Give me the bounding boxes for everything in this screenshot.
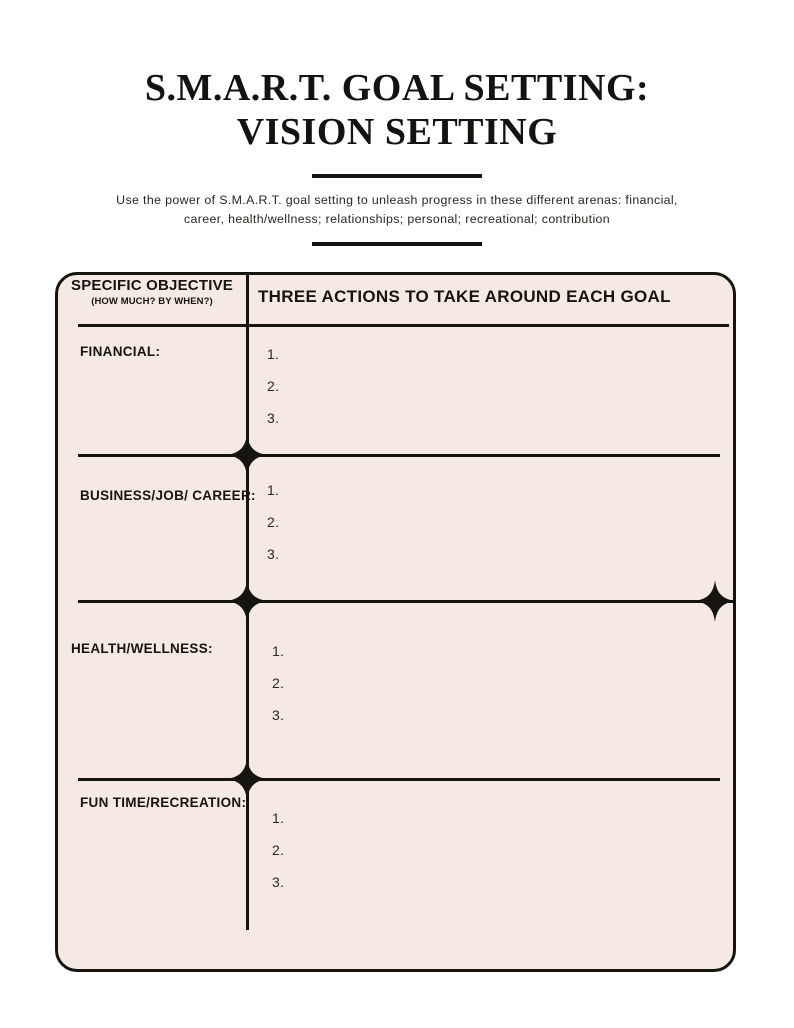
worksheet-card: SPECIFIC OBJECTIVE (HOW MUCH? BY WHEN?) … xyxy=(55,272,736,972)
column-header-sub-label: (HOW MUCH? BY WHEN?) xyxy=(91,295,213,307)
title-line-2: VISION SETTING xyxy=(236,111,558,153)
page-title: S.M.A.R.T. GOAL SETTING: VISION SETTING xyxy=(0,0,794,154)
row-separator-line-3 xyxy=(78,778,720,781)
page-subtitle: Use the power of S.M.A.R.T. goal setting… xyxy=(116,193,678,226)
action-item[interactable]: 3. xyxy=(267,410,280,426)
action-item[interactable]: 1. xyxy=(267,482,280,498)
column-header-specific-objective: SPECIFIC OBJECTIVE (HOW MUCH? BY WHEN?) xyxy=(58,275,246,308)
row-label-business-job-career: BUSINESS/JOB/ CAREER: xyxy=(80,488,256,503)
column-header-main-label: SPECIFIC OBJECTIVE xyxy=(71,277,233,294)
row-separator-line-1 xyxy=(78,454,720,457)
column-header-three-actions: THREE ACTIONS TO TAKE AROUND EACH GOAL xyxy=(258,287,671,306)
action-item[interactable]: 3. xyxy=(267,546,280,562)
action-item[interactable]: 2. xyxy=(272,842,285,858)
action-item[interactable]: 2. xyxy=(267,378,280,394)
divider-rule-bottom xyxy=(312,242,482,246)
action-item[interactable]: 1. xyxy=(272,643,285,659)
row-label-health-wellness: HEALTH/WELLNESS: xyxy=(71,641,213,656)
action-list-business-job-career[interactable]: 1. 2. 3. xyxy=(267,474,279,570)
row-label-fun-time-recreation: FUN TIME/RECREATION: xyxy=(80,795,247,810)
action-item[interactable]: 3. xyxy=(272,874,285,890)
action-item[interactable]: 1. xyxy=(272,810,285,826)
action-item[interactable]: 3. xyxy=(272,707,285,723)
divider-rule-top xyxy=(312,174,482,178)
action-item[interactable]: 2. xyxy=(272,675,285,691)
action-list-fun-time-recreation[interactable]: 1. 2. 3. xyxy=(272,802,284,898)
header-separator-line xyxy=(78,324,729,327)
action-list-financial[interactable]: 1. 2. 3. xyxy=(267,338,279,434)
table-header: SPECIFIC OBJECTIVE (HOW MUCH? BY WHEN?) … xyxy=(58,275,733,326)
row-label-financial: FINANCIAL: xyxy=(80,344,161,359)
action-list-health-wellness[interactable]: 1. 2. 3. xyxy=(272,635,284,731)
row-separator-line-2 xyxy=(78,600,735,603)
title-line-1: S.M.A.R.T. GOAL SETTING: xyxy=(144,67,650,109)
action-item[interactable]: 1. xyxy=(267,346,280,362)
action-item[interactable]: 2. xyxy=(267,514,280,530)
page-header: S.M.A.R.T. GOAL SETTING: VISION SETTING … xyxy=(0,0,794,246)
